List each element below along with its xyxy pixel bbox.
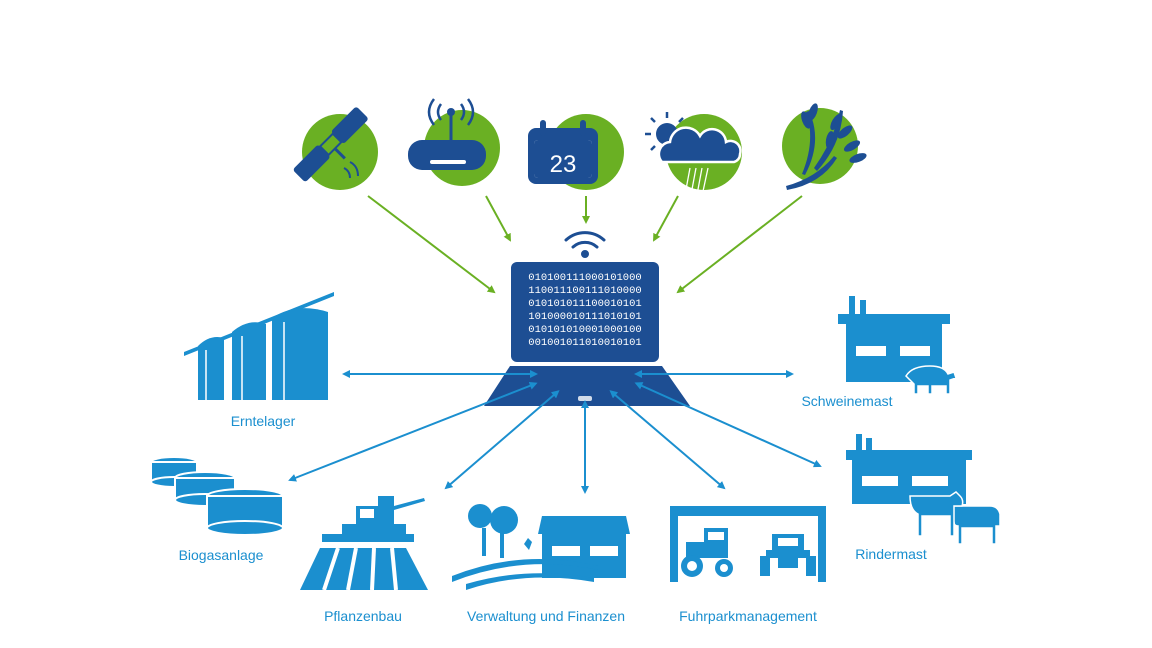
satellite-icon xyxy=(293,107,378,190)
binary-line-1: 010100111000101000 xyxy=(528,272,641,284)
weather-icon xyxy=(645,112,742,201)
arrow-router xyxy=(485,195,511,242)
binary-line-6: 001001011010010101 xyxy=(528,337,641,349)
arrow-weather xyxy=(653,195,679,242)
tractor-shed-icon xyxy=(670,506,826,582)
pig-barn-icon xyxy=(838,296,957,395)
arrow-satellite xyxy=(367,195,496,294)
arrow-pflanzenbau xyxy=(444,390,560,490)
module-arrows xyxy=(288,370,822,494)
calendar-date: 23 xyxy=(550,151,577,178)
cattle-barn-icon xyxy=(846,434,1001,545)
silo-icon xyxy=(184,292,334,400)
arrow-fuhrpark xyxy=(609,390,726,490)
label-schweinemast: Schweinemast xyxy=(801,393,892,409)
binary-line-4: 101000010111010101 xyxy=(528,311,641,323)
wheat-icon xyxy=(782,103,867,190)
arrow-rindermast xyxy=(634,382,822,468)
label-verwaltung: Verwaltung und Finanzen xyxy=(467,608,625,624)
wifi-icon xyxy=(564,231,606,258)
biogas-tanks-icon xyxy=(150,456,284,536)
source-arrows xyxy=(367,195,803,294)
label-fuhrpark: Fuhrparkmanagement xyxy=(679,608,817,624)
binary-line-2: 110011100111010000 xyxy=(528,285,641,297)
binary-line-5: 010101010001000100 xyxy=(528,324,641,336)
binary-line-3: 010101011100010101 xyxy=(528,298,641,310)
arrow-crop xyxy=(676,195,803,294)
label-pflanzenbau: Pflanzenbau xyxy=(324,608,402,624)
laptop-icon: 010100111000101000 110011100111010000 01… xyxy=(484,231,690,406)
harvester-icon xyxy=(300,496,428,591)
router-icon xyxy=(408,98,500,186)
label-biogasanlage: Biogasanlage xyxy=(179,547,264,563)
farmhouse-icon xyxy=(452,504,630,590)
label-rindermast: Rindermast xyxy=(855,546,927,562)
label-erntelager: Erntelager xyxy=(231,413,296,429)
calendar-icon: 23 xyxy=(528,114,624,190)
